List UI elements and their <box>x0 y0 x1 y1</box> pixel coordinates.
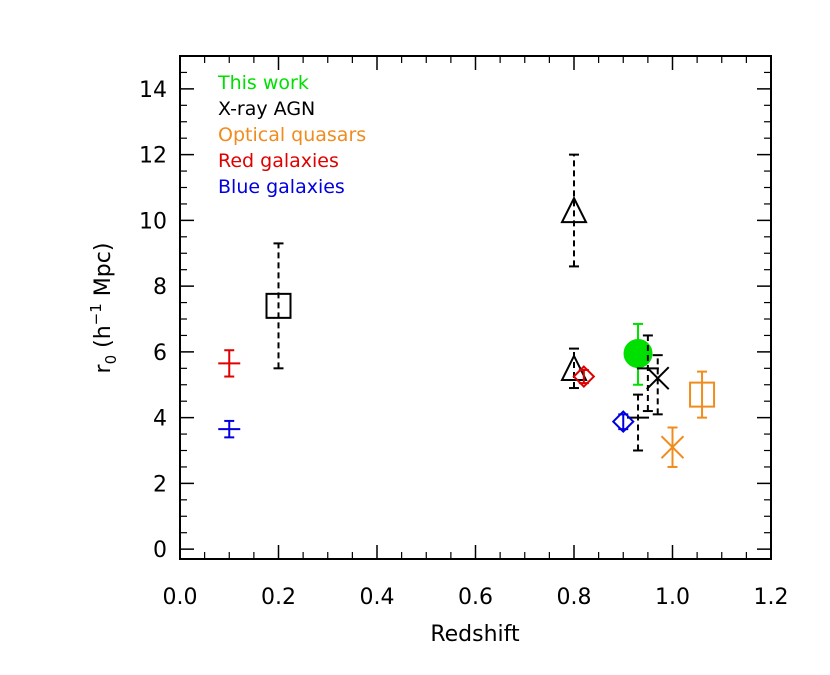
x-tick-label: 0.4 <box>360 585 395 610</box>
y-tick-label: 4 <box>153 407 167 432</box>
y-axis-title-open: (h <box>91 325 116 355</box>
x-axis-title: Redshift <box>430 622 520 647</box>
marker-diamond <box>611 410 635 433</box>
data-point-9 <box>218 349 241 378</box>
y-tick-label: 2 <box>153 472 167 497</box>
x-tick-label: 0.6 <box>458 585 493 610</box>
data-point-10 <box>572 365 596 388</box>
y-axis-title-superscript: −1 <box>87 303 105 325</box>
y-tick-label: 14 <box>139 78 167 103</box>
y-tick-label: 6 <box>153 341 167 366</box>
data-point-1 <box>265 242 292 370</box>
x-tick-labels: 0.0 0.2 0.4 0.6 0.8 1.0 1.2 <box>163 585 789 610</box>
legend-red-galaxies: Red galaxies <box>218 150 339 172</box>
marker-square <box>265 292 292 319</box>
y-tick-label: 0 <box>153 538 167 563</box>
x-tick-label: 0.8 <box>557 585 592 610</box>
marker-filled-circle <box>623 339 653 369</box>
marker-x-b <box>660 435 685 459</box>
marker-triangle <box>560 195 588 224</box>
data-point-7 <box>689 370 716 419</box>
marker-diamond <box>572 365 596 388</box>
data-point-6 <box>646 354 670 416</box>
data-point-4 <box>627 393 650 452</box>
marker-square <box>689 381 716 408</box>
y-tick-label: 8 <box>153 275 167 300</box>
x-tick-label: 0.0 <box>163 585 198 610</box>
data-points <box>218 153 716 468</box>
y-axis-title-subscript: 0 <box>102 355 120 365</box>
axis-ticks <box>179 56 772 559</box>
svg-text:r0 (h−1 Mpc): r0 (h−1 Mpc) <box>87 243 120 374</box>
legend-optical-quasars: Optical quasars <box>218 124 366 146</box>
data-point-12 <box>611 410 635 433</box>
y-tick-label: 12 <box>139 144 167 169</box>
data-point-3 <box>560 347 588 390</box>
y-tick-label: 10 <box>139 209 167 234</box>
data-point-2 <box>560 153 588 268</box>
legend-xray-agn: X-ray AGN <box>218 98 315 120</box>
marker-x-b <box>646 366 670 390</box>
legend-blue-galaxies: Blue galaxies <box>218 176 345 198</box>
legend-this-work: This work <box>217 72 309 94</box>
data-point-8 <box>660 426 685 468</box>
x-tick-label: 0.2 <box>261 585 296 610</box>
x-tick-label: 1.0 <box>655 585 690 610</box>
marker-triangle <box>560 353 588 381</box>
y-axis-title-rest: Mpc) <box>91 243 116 304</box>
data-point-11 <box>218 419 241 439</box>
y-axis-title: r0 (h−1 Mpc) <box>87 243 120 374</box>
x-tick-label: 1.2 <box>754 585 789 610</box>
legend: This work X-ray AGN Optical quasars Red … <box>217 72 366 198</box>
y-tick-labels: 0 2 4 6 8 10 12 14 <box>139 78 167 563</box>
y-axis-title-r: r <box>91 363 116 373</box>
